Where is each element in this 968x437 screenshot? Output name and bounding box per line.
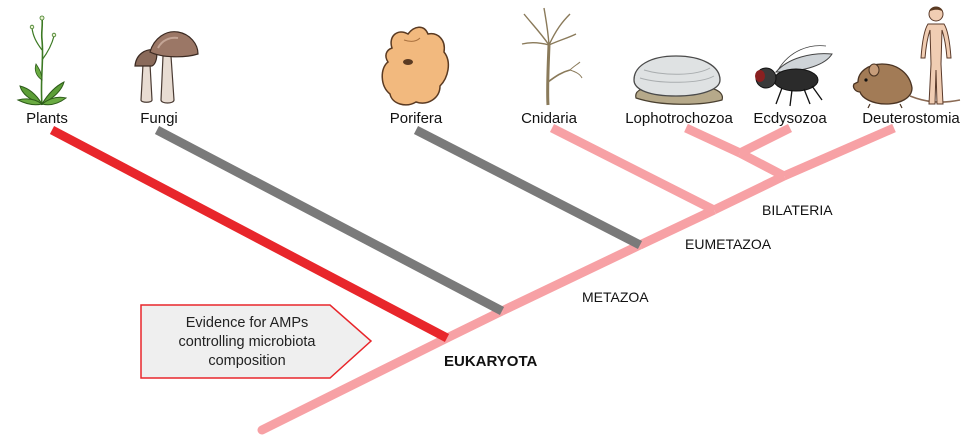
- callout-line-2: controlling microbiota: [178, 334, 316, 350]
- clade-label-bilateria: BILATERIA: [762, 202, 833, 218]
- taxon-label-ecdysozoa: Ecdysozoa: [753, 110, 827, 127]
- taxon-label-deuterostomia: Deuterostomia: [862, 110, 960, 127]
- cnidaria-branch: [552, 128, 714, 210]
- deuterostomia-branch: [784, 128, 894, 176]
- clade-label-metazoa: METAZOA: [582, 289, 649, 305]
- sponge-icon: [382, 27, 448, 105]
- plant-icon: [18, 16, 66, 105]
- evidence-callout: Evidence for AMPs controlling microbiota…: [141, 305, 371, 378]
- tree-branches: [52, 128, 894, 430]
- fungi-branch: [157, 130, 502, 311]
- clam-icon: [634, 56, 722, 104]
- clade-label-eumetazoa: EUMETAZOA: [685, 236, 772, 252]
- lophotrochozoa-branch: [686, 128, 740, 153]
- eukaryota-to-fungi-node: [447, 311, 502, 338]
- mushroom-icon: [135, 32, 198, 103]
- ecdysozoa-branch: [740, 128, 790, 153]
- fly-icon: [755, 46, 832, 106]
- human-icon: [921, 7, 951, 104]
- taxon-label-porifera: Porifera: [390, 110, 443, 127]
- taxon-label-lophotrochozoa: Lophotrochozoa: [625, 110, 733, 127]
- hydra-icon: [522, 8, 582, 105]
- taxon-label-fungi: Fungi: [140, 110, 178, 127]
- callout-line-1: Evidence for AMPs: [186, 315, 309, 331]
- mouse-icon: [853, 64, 960, 108]
- porifera-branch: [416, 130, 640, 245]
- clade-label-eukaryota: EUKARYOTA: [444, 353, 538, 370]
- taxon-label-plants: Plants: [26, 110, 68, 127]
- taxon-label-cnidaria: Cnidaria: [521, 110, 578, 127]
- callout-line-3: composition: [208, 353, 285, 369]
- protostomia-branch: [740, 153, 784, 176]
